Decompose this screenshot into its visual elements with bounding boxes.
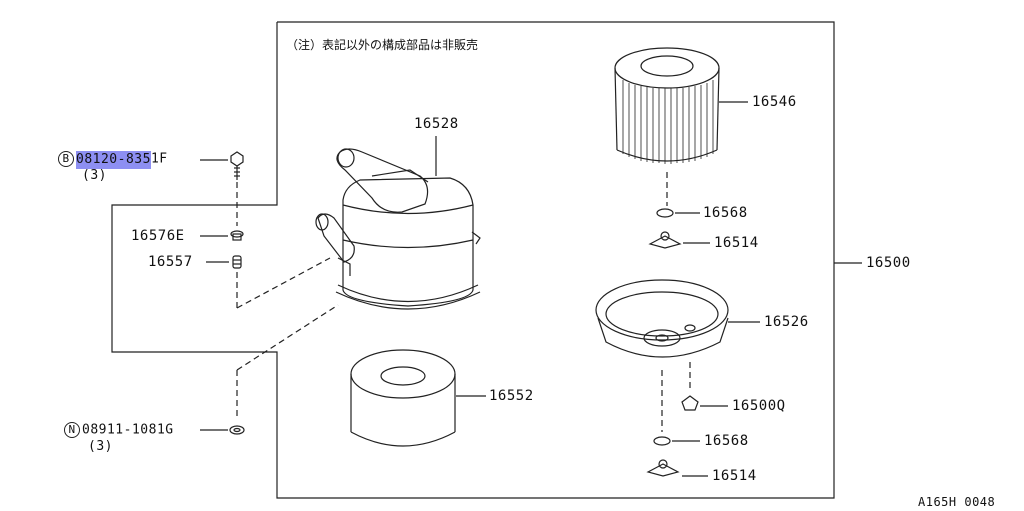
part-label-16557[interactable]: 16557 (148, 254, 193, 270)
assembly-frame (111, 21, 835, 499)
air-cleaner-housing-icon (315, 148, 481, 310)
seal-washer-icon-2 (653, 436, 671, 446)
washer-16576E-icon (230, 230, 244, 241)
wing-nut-icon-2 (646, 459, 680, 477)
bolt-prefix-badge: B (58, 151, 74, 167)
part-label-16528[interactable]: 16528 (414, 116, 459, 132)
part-label-16500[interactable]: 16500 (866, 255, 911, 271)
part-label-16546[interactable]: 16546 (752, 94, 797, 110)
nut-prefix-badge: N (64, 422, 80, 438)
bolt-part-number-highlight[interactable]: 08120-835 (76, 150, 151, 169)
part-label-16514-upper[interactable]: 16514 (714, 235, 759, 251)
nut-qty: (3) (88, 439, 113, 454)
lower-cover-icon (595, 279, 729, 358)
part-label-16568-lower[interactable]: 16568 (704, 433, 749, 449)
bolt-qty: (3) (82, 168, 107, 183)
part-label-16552[interactable]: 16552 (489, 388, 534, 404)
valve-16500Q-icon (681, 395, 699, 411)
diagram-id: A165H 0048 (918, 495, 996, 509)
bolt-icon (230, 151, 244, 180)
part-label-16568-upper[interactable]: 16568 (703, 205, 748, 221)
pre-cleaner-element-icon (350, 349, 456, 447)
part-label-16514-lower[interactable]: 16514 (712, 468, 757, 484)
part-label-16576E[interactable]: 16576E (131, 228, 185, 244)
bolt-part-suffix: 1F (150, 151, 168, 167)
nut-icon (229, 425, 245, 435)
seal-washer-icon (656, 208, 674, 218)
diagram-note: （注）表記以外の構成部品は非販売 (286, 38, 479, 52)
part-label-16526[interactable]: 16526 (764, 314, 809, 330)
grommet-16557-icon (232, 255, 242, 269)
part-label-16500Q[interactable]: 16500Q (732, 398, 786, 414)
filter-element-icon (614, 47, 720, 164)
wing-nut-icon (648, 231, 682, 249)
nut-part-number: 08911-1081G (82, 422, 174, 438)
